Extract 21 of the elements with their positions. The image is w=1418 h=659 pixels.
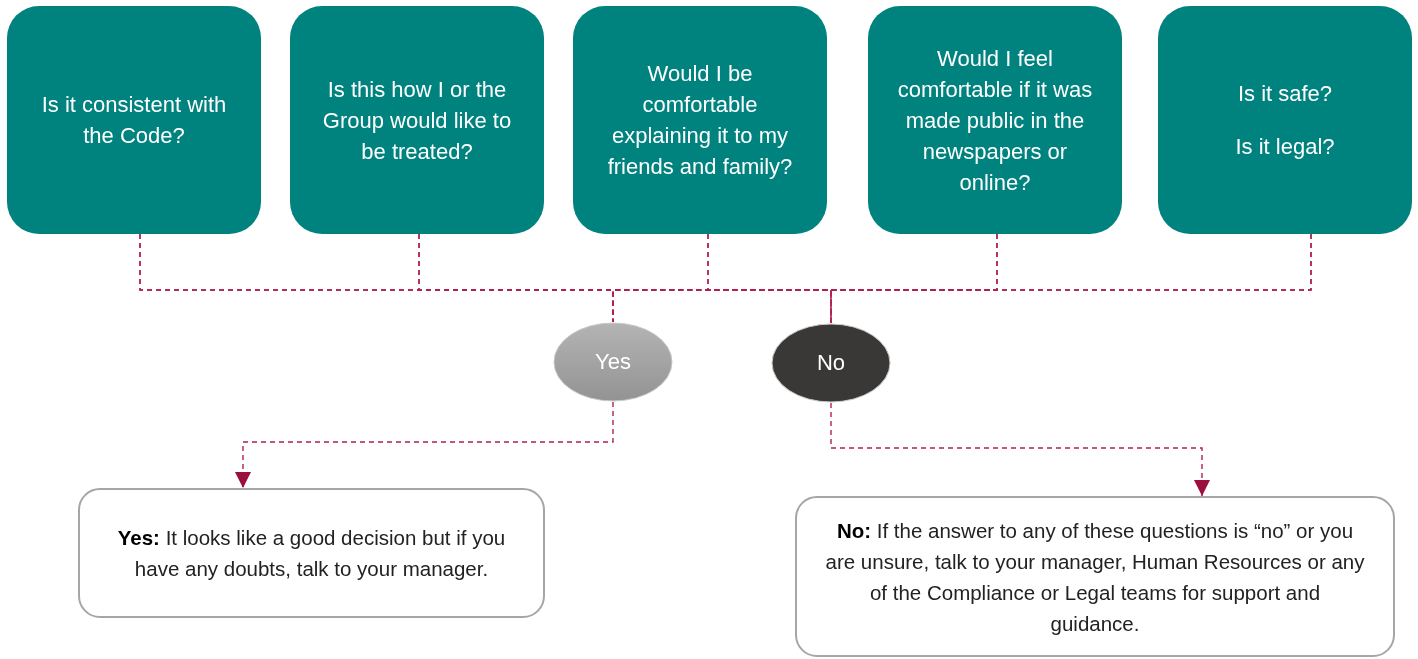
outcome-text: Yes: It looks like a good decision but if you have any doubts, talk to your manager. xyxy=(116,525,507,582)
connector xyxy=(830,233,1312,324)
outcome-box xyxy=(795,496,1395,657)
question-box xyxy=(7,6,261,234)
question-text: Is this how I or the Group would like to be treated? xyxy=(321,75,513,166)
outcome-text: No: If the answer to any of these questions is “no” or you are unsure, talk to your manager, Human Resources or any of the Compliance or Legal teams for support and guidance. xyxy=(824,517,1366,637)
question-text: Is it safe? xyxy=(1237,80,1333,108)
question-box xyxy=(1158,6,1412,234)
question-text: Would I feel comfortable if it was made public in the newspapers or online? xyxy=(896,44,1094,197)
question-box xyxy=(290,6,544,234)
connector xyxy=(830,233,998,324)
outcome-box xyxy=(78,488,545,618)
question-text: Would I be comfortable explaining it to my friends and family? xyxy=(606,60,794,181)
question-text: Is it legal? xyxy=(1235,133,1335,161)
answer-label: No xyxy=(816,350,846,376)
connector xyxy=(830,402,1210,497)
question-text: Is it consistent with the Code? xyxy=(40,91,228,150)
question-box xyxy=(868,6,1122,234)
question-box xyxy=(573,6,827,234)
answer-label: Yes xyxy=(595,349,631,375)
connector xyxy=(235,401,614,489)
